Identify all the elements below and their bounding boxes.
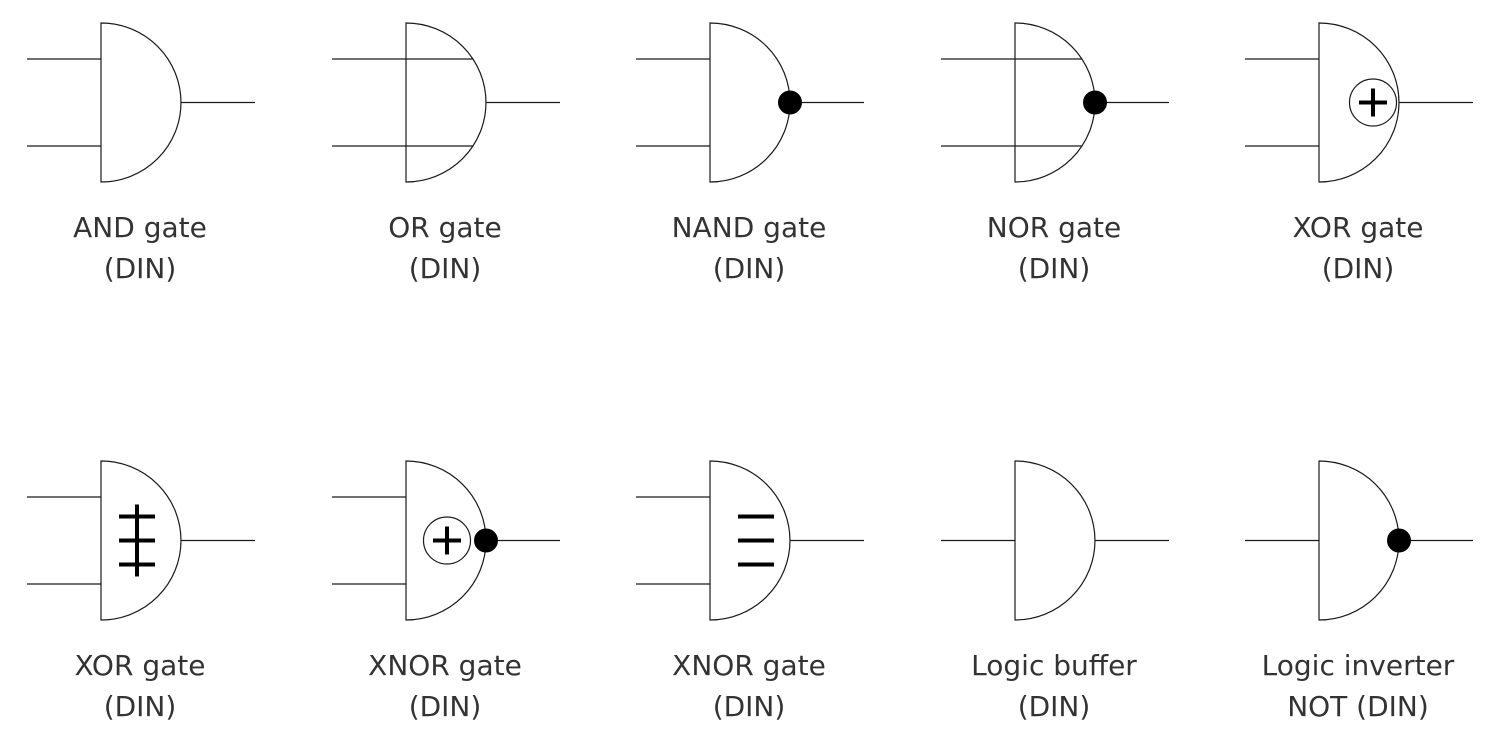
- gate-nand: NAND gate (DIN): [609, 0, 914, 300]
- gate-body: [100, 22, 182, 183]
- negation-bubble-icon: [1083, 90, 1107, 115]
- gate-buffer-symbol: [941, 460, 1169, 621]
- gate-xor-alt-symbol: [27, 460, 255, 621]
- gate-label: XNOR gate (DIN): [609, 645, 889, 727]
- gate-xnor-symbol: [332, 460, 560, 621]
- gate-label: XOR gate (DIN): [0, 645, 280, 727]
- gate-label-line-2: NOT (DIN): [1287, 690, 1429, 723]
- negation-bubble-icon: [778, 90, 802, 115]
- gate-label-line-1: XNOR gate: [672, 649, 826, 682]
- gate-label-line-2: (DIN): [1017, 690, 1091, 723]
- gate-or-symbol: [332, 22, 560, 183]
- gate-label-line-2: (DIN): [712, 690, 786, 723]
- gate-label: XOR gate (DIN): [1218, 207, 1498, 289]
- gate-label-line-1: Logic inverter: [1261, 649, 1455, 682]
- gate-label: XNOR gate (DIN): [305, 645, 585, 727]
- gate-label-line-2: (DIN): [408, 690, 482, 723]
- gate-label-line-2: (DIN): [103, 252, 177, 285]
- gate-body: [1014, 460, 1096, 621]
- gate-label-line-1: AND gate: [73, 211, 207, 244]
- gate-body: [1014, 22, 1096, 183]
- gate-label-line-2: (DIN): [1017, 252, 1091, 285]
- gate-label-line-2: (DIN): [712, 252, 786, 285]
- gate-body: [1318, 460, 1400, 621]
- gate-and: AND gate (DIN): [0, 0, 305, 300]
- gate-label-line-2: (DIN): [1321, 252, 1395, 285]
- gate-buffer: Logic buffer (DIN): [914, 438, 1219, 738]
- gate-or: OR gate (DIN): [305, 0, 610, 300]
- gate-body: [405, 22, 487, 183]
- gate-label: AND gate (DIN): [0, 207, 280, 289]
- gate-label-line-1: XNOR gate: [368, 649, 522, 682]
- gate-xor-symbol: [1245, 22, 1473, 183]
- gate-label-line-2: (DIN): [408, 252, 482, 285]
- gate-and-symbol: [27, 22, 255, 183]
- gate-xnor-alt: XNOR gate (DIN): [609, 438, 914, 738]
- gate-nor-symbol: [941, 22, 1169, 183]
- gate-label-line-1: OR gate: [388, 211, 502, 244]
- gate-label: OR gate (DIN): [305, 207, 585, 289]
- gate-label-line-1: XOR gate: [74, 649, 206, 682]
- gate-label: NAND gate (DIN): [609, 207, 889, 289]
- gate-label-line-2: (DIN): [103, 690, 177, 723]
- gate-label-line-1: XOR gate: [1292, 211, 1424, 244]
- gate-nand-symbol: [636, 22, 864, 183]
- gate-label: NOR gate (DIN): [914, 207, 1194, 289]
- negation-bubble-icon: [474, 528, 498, 553]
- gate-label-line-1: NOR gate: [986, 211, 1122, 244]
- gate-label-line-1: NAND gate: [671, 211, 827, 244]
- gate-xnor: XNOR gate (DIN): [305, 438, 610, 738]
- gate-inverter-symbol: [1245, 460, 1473, 621]
- gate-label-line-1: Logic buffer: [971, 649, 1137, 682]
- gate-xor: XOR gate (DIN): [1218, 0, 1500, 300]
- gate-xnor-alt-symbol: [636, 460, 864, 621]
- negation-bubble-icon: [1387, 528, 1411, 553]
- gate-xor-alt: XOR gate (DIN): [0, 438, 305, 738]
- gate-body: [709, 22, 791, 183]
- gate-label: Logic buffer (DIN): [914, 645, 1194, 727]
- gate-nor: NOR gate (DIN): [914, 0, 1219, 300]
